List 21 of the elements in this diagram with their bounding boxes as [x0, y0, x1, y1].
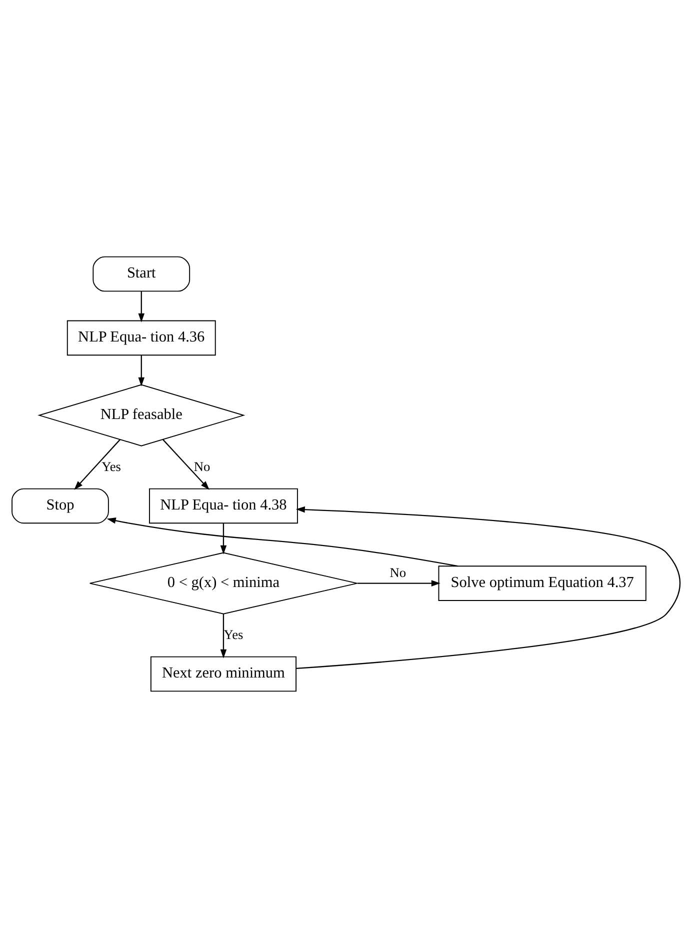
node-box: NLP Equa- tion 4.36 — [66, 320, 216, 356]
arrow — [138, 354, 145, 386]
arrow — [74, 438, 120, 490]
node-box: Next zero minimum — [150, 656, 296, 692]
arrow — [138, 290, 145, 322]
edge-label: No — [390, 564, 406, 580]
node-diamond: NLP feasable — [38, 384, 246, 446]
edge-label: Yes — [224, 626, 244, 642]
edge-label: Yes — [102, 458, 122, 474]
arrow — [220, 522, 227, 554]
node-diamond: 0 < g(x) < minima — [89, 552, 358, 614]
arrow — [296, 506, 680, 669]
node-box: Start — [92, 256, 190, 292]
node-box: NLP Equa- tion 4.38 — [149, 488, 298, 524]
arrow — [220, 614, 227, 658]
edge-label: No — [194, 458, 210, 474]
node-box: Stop — [12, 488, 109, 524]
node-box: Solve optimum Equation 4.37 — [438, 565, 646, 600]
arrow — [357, 580, 440, 586]
arrow — [106, 517, 458, 566]
arrow — [162, 438, 210, 490]
